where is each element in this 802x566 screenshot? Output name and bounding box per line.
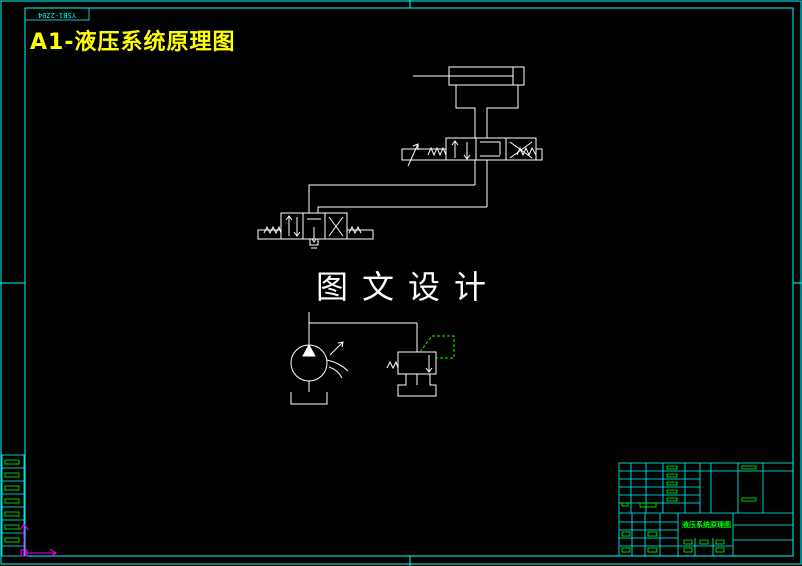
left-margin-block [1, 454, 25, 557]
drawing-title: A1-液压系统原理图 [30, 30, 236, 55]
ucs-axis-icon [19, 523, 57, 558]
hydraulic-cylinder [413, 66, 525, 138]
pilot-line [419, 335, 455, 359]
left-margin-green [4, 459, 20, 543]
watermark-text: 图文设计 [316, 268, 501, 306]
title-block-name: 液压系统原理图 [682, 521, 731, 529]
hydraulic-pump [290, 312, 418, 405]
pipe-lines [308, 184, 487, 213]
lower-directional-valve [257, 212, 374, 249]
sheet-code: YSB1-2Z04 [38, 11, 76, 19]
upper-directional-valve [401, 137, 543, 207]
relief-valve [386, 351, 437, 397]
sheet-code-box [24, 7, 90, 21]
title-block-green [621, 465, 757, 553]
title-block [618, 462, 794, 557]
